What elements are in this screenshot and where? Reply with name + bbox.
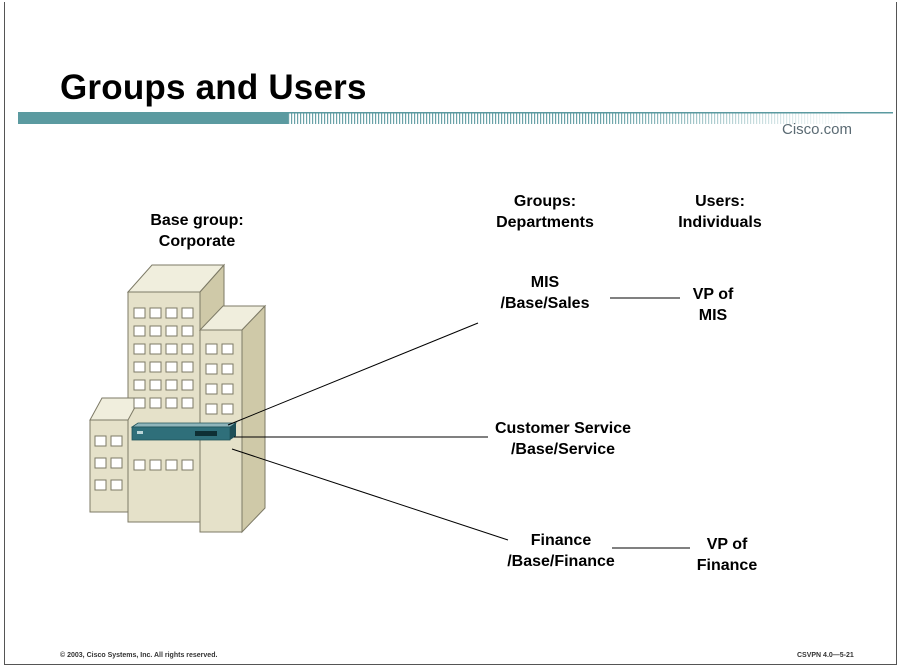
group-customer-service-name: Customer Service — [494, 420, 632, 437]
user-vp-finance-line1: VP of — [706, 536, 748, 553]
footer-copyright: © 2003, Cisco Systems, Inc. All rights r… — [60, 652, 218, 659]
users-header-subtitle: Individuals — [678, 214, 762, 231]
window — [133, 361, 146, 373]
line-device-to-mis — [227, 322, 479, 426]
window — [94, 479, 107, 491]
user-vp-finance-line2: Finance — [696, 557, 758, 574]
window — [205, 363, 218, 375]
user-vp-mis: VP of MIS — [678, 284, 748, 326]
group-mis-name: MIS — [530, 274, 560, 291]
window — [133, 343, 146, 355]
users-header: Users: Individuals — [655, 191, 785, 233]
window — [133, 379, 146, 391]
group-customer-service-path: /Base/Service — [510, 441, 616, 458]
window — [181, 361, 194, 373]
window — [133, 397, 146, 409]
window — [165, 325, 178, 337]
footer-course-code: CSVPN 4.0—5-21 — [797, 652, 854, 659]
window — [181, 397, 194, 409]
window — [133, 325, 146, 337]
base-group-label: Base group: Corporate — [132, 210, 262, 252]
title-bar-solid — [18, 112, 288, 124]
group-customer-service: Customer Service /Base/Service — [483, 418, 643, 460]
base-group-title: Base group: — [150, 212, 244, 229]
cisco-brand-text: Cisco.com — [782, 121, 853, 138]
window — [221, 403, 234, 415]
window — [181, 325, 194, 337]
window — [149, 343, 162, 355]
line-device-to-finance — [231, 448, 509, 541]
window — [149, 397, 162, 409]
window — [221, 343, 234, 355]
window — [165, 397, 178, 409]
window — [181, 379, 194, 391]
window — [205, 403, 218, 415]
title-bar-rule — [288, 112, 893, 114]
window — [133, 307, 146, 319]
group-mis: MIS /Base/Sales — [475, 272, 615, 314]
vpn-concentrator-icon — [130, 422, 238, 441]
window — [165, 459, 178, 471]
groups-header: Groups: Departments — [480, 191, 610, 233]
window — [205, 383, 218, 395]
users-header-title: Users: — [695, 193, 745, 210]
title-bar — [18, 111, 893, 125]
window — [149, 325, 162, 337]
tower-right-side — [241, 304, 266, 534]
window — [181, 459, 194, 471]
window — [181, 343, 194, 355]
window — [221, 363, 234, 375]
window — [94, 457, 107, 469]
window — [110, 479, 123, 491]
groups-header-subtitle: Departments — [496, 214, 594, 231]
group-finance: Finance /Base/Finance — [496, 530, 626, 572]
window — [110, 457, 123, 469]
window — [149, 379, 162, 391]
window — [181, 307, 194, 319]
groups-header-title: Groups: — [513, 193, 577, 210]
connector-lines — [227, 297, 690, 549]
window — [165, 379, 178, 391]
building-windows — [94, 307, 234, 491]
user-vp-mis-line1: VP of — [692, 286, 734, 303]
base-group-name: Corporate — [158, 233, 236, 250]
user-vp-mis-line2: MIS — [698, 307, 728, 324]
window — [149, 459, 162, 471]
window — [149, 307, 162, 319]
window — [165, 361, 178, 373]
window — [205, 343, 218, 355]
user-vp-finance: VP of Finance — [682, 534, 772, 576]
window — [133, 459, 146, 471]
group-finance-name: Finance — [530, 532, 592, 549]
window — [149, 361, 162, 373]
window — [165, 307, 178, 319]
window — [110, 435, 123, 447]
window — [94, 435, 107, 447]
office-building-icon — [89, 263, 267, 534]
group-mis-path: /Base/Sales — [500, 295, 590, 312]
window — [165, 343, 178, 355]
slide-frame — [4, 2, 897, 665]
page-title: Groups and Users — [60, 68, 367, 107]
window — [221, 383, 234, 395]
group-finance-path: /Base/Finance — [507, 553, 615, 570]
